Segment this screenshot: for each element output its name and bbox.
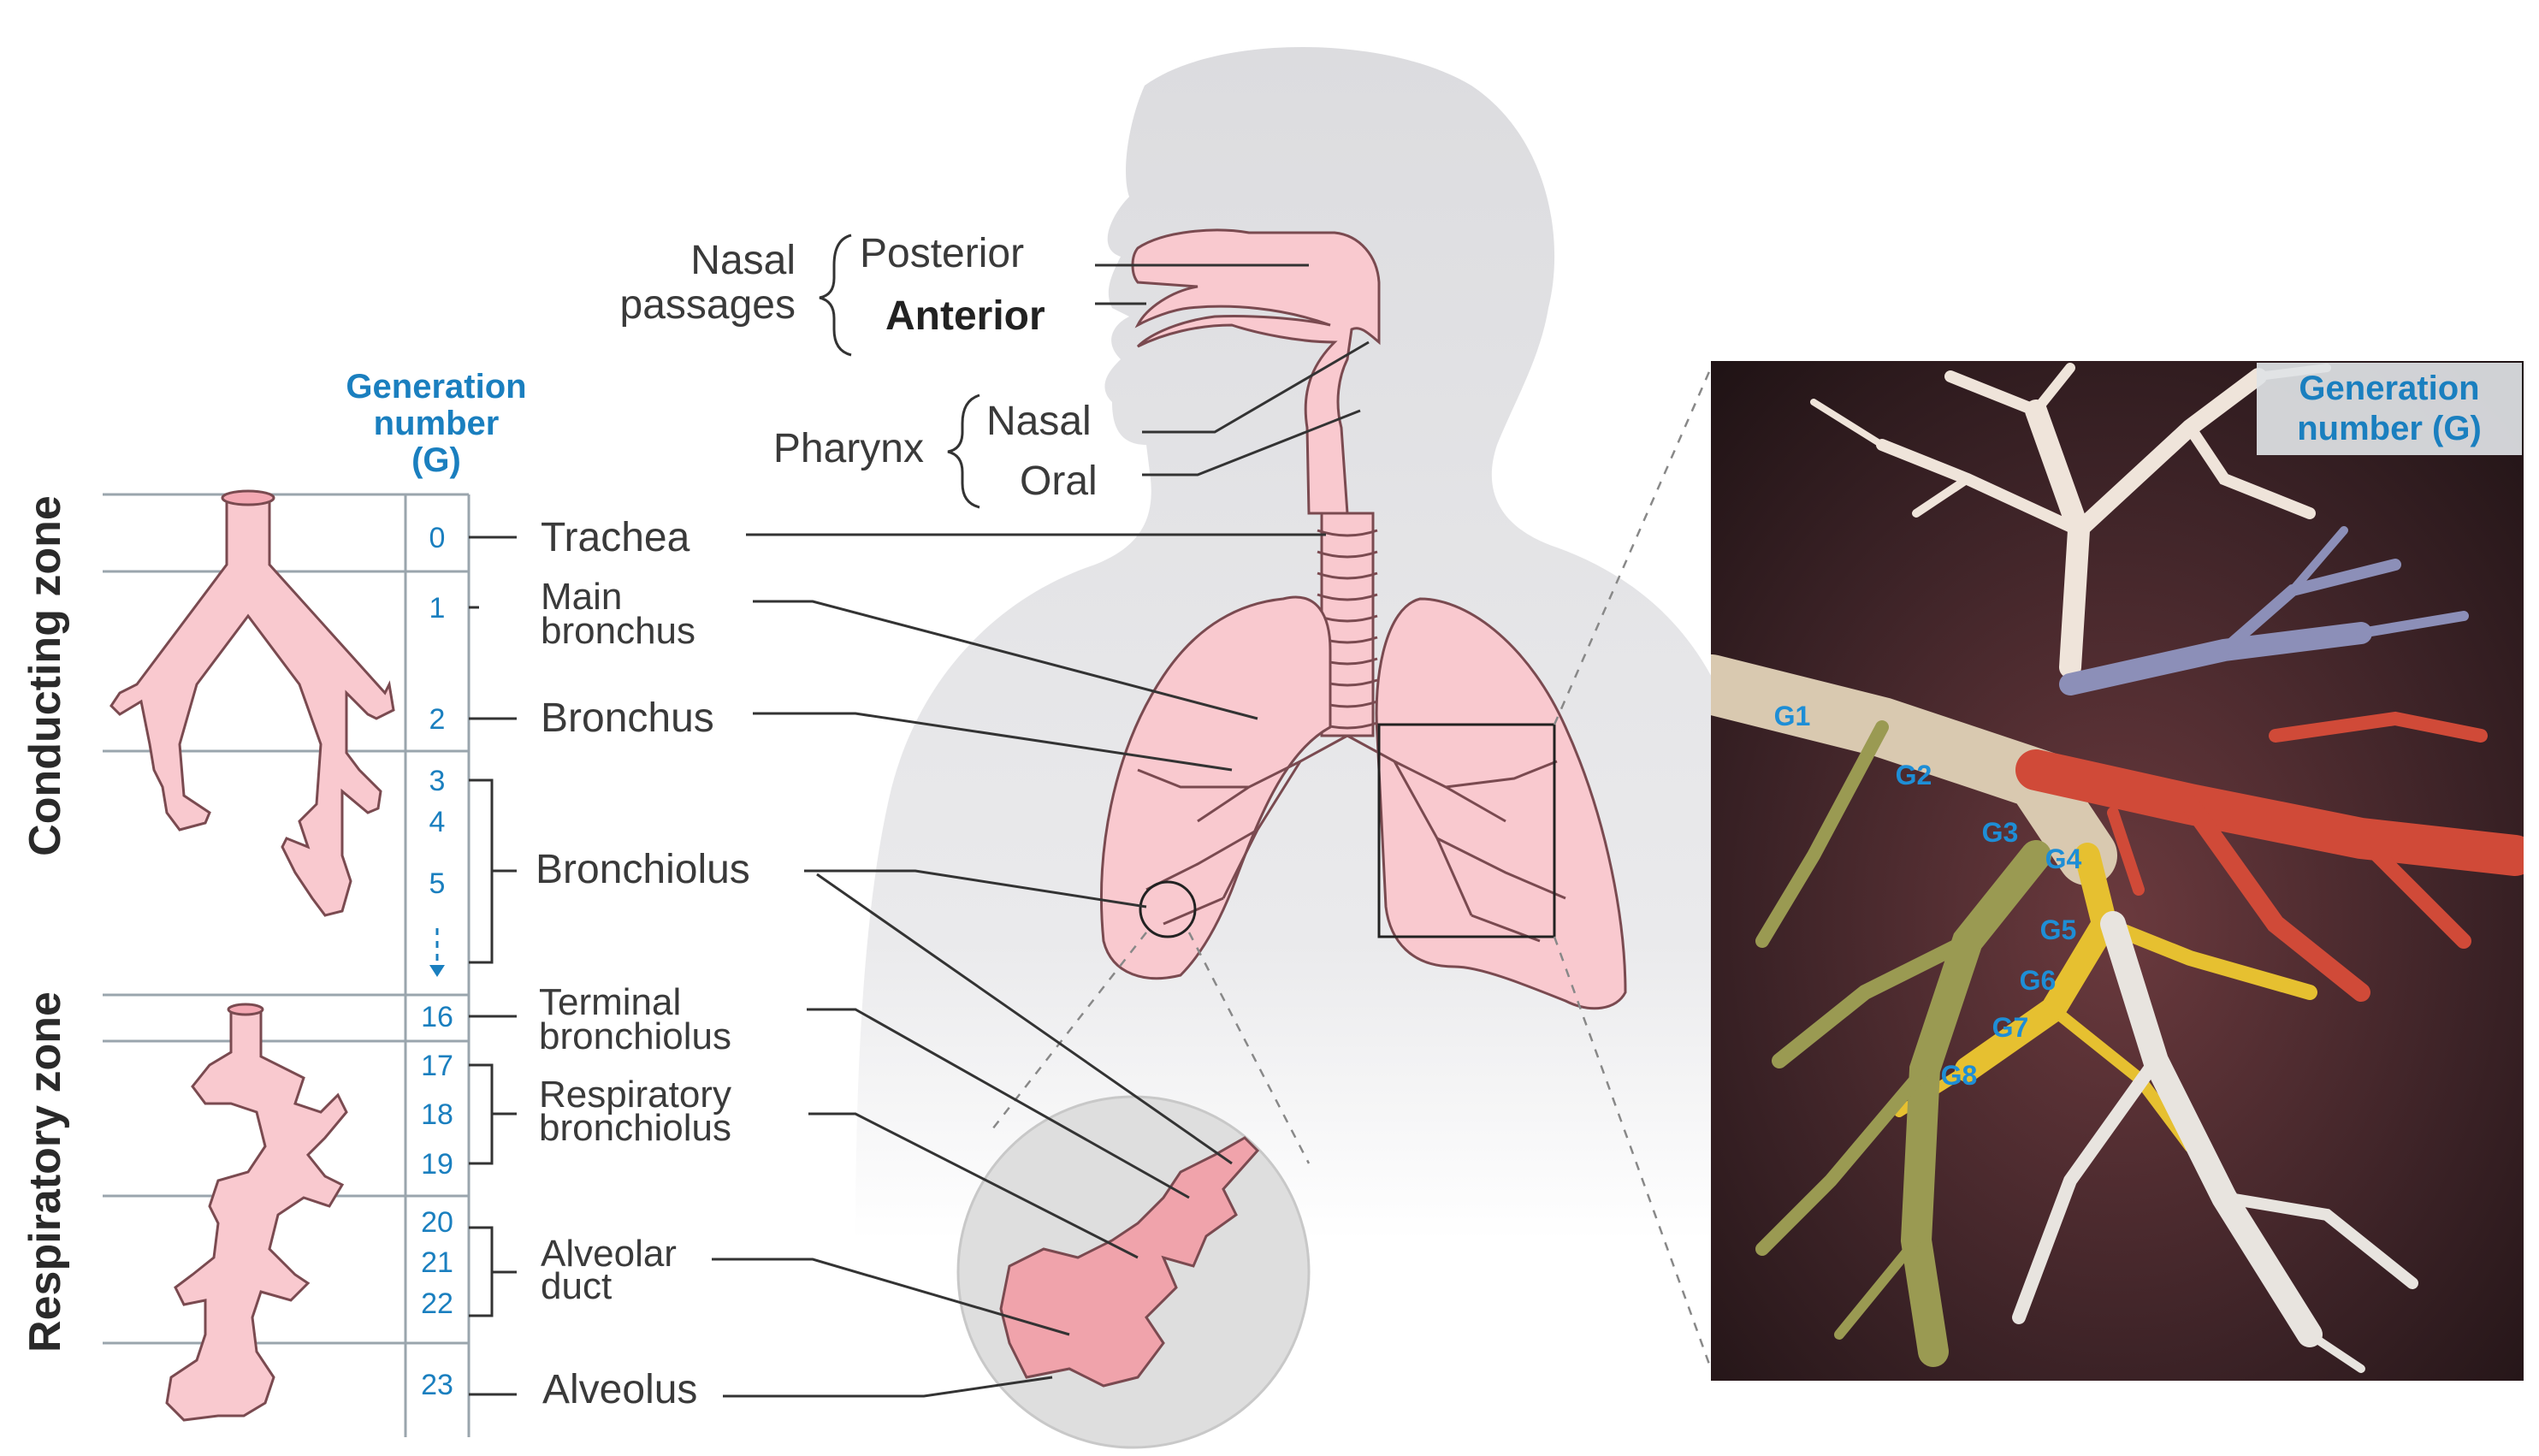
photo-header-line1: Generation xyxy=(2299,370,2479,407)
label-respiratory-bronchiolus-1: Respiratory xyxy=(539,1074,731,1116)
zone-label-conducting: Conducting zone xyxy=(21,495,70,856)
label-bronchus: Bronchus xyxy=(541,695,714,741)
continuation-arrowhead xyxy=(429,965,445,977)
photo-generation-label: G8 xyxy=(1941,1060,1978,1091)
photo-generation-label: G2 xyxy=(1896,760,1932,790)
label-nasal-passages-1: Nasal xyxy=(690,238,796,283)
generation-number: 0 xyxy=(429,522,446,554)
generation-number: 17 xyxy=(421,1050,453,1082)
label-terminal-bronchiolus-1: Terminal xyxy=(539,981,681,1023)
label-nasal-passages-2: passages xyxy=(620,282,796,328)
label-trachea: Trachea xyxy=(541,515,690,560)
photo-generation-label: G7 xyxy=(1992,1012,2029,1043)
generation-number: 16 xyxy=(421,1001,453,1033)
generation-number: 21 xyxy=(421,1246,453,1279)
generation-number: 20 xyxy=(421,1206,453,1239)
label-main-bronchus-2: bronchus xyxy=(541,610,695,652)
label-alveolar-duct-2: duct xyxy=(541,1265,612,1307)
generation-number: 1 xyxy=(429,592,446,624)
label-posterior: Posterior xyxy=(860,231,1024,276)
generation-number: 22 xyxy=(421,1287,453,1320)
photo-generation-label: G6 xyxy=(2020,965,2057,996)
generation-header-line2: number xyxy=(374,405,500,442)
acinus-airway xyxy=(999,1136,1260,1388)
left-lung xyxy=(1375,597,1627,1010)
label-alveolus: Alveolus xyxy=(542,1367,697,1412)
label-nasal: Nasal xyxy=(986,399,1092,444)
photo-callout-box xyxy=(1377,723,1556,938)
photo-generation-label: G1 xyxy=(1774,701,1811,731)
photo-generation-label: G5 xyxy=(2040,914,2077,945)
label-main-bronchus-1: Main xyxy=(541,576,622,618)
generation-number: 18 xyxy=(421,1098,453,1131)
generation-number: 4 xyxy=(429,806,446,838)
generation-number: 3 xyxy=(429,765,446,797)
alveolus-callout-circle xyxy=(1139,880,1197,938)
nasal-cavity xyxy=(1131,228,1381,515)
bronchial-tree-lines xyxy=(1137,734,1566,943)
brace-pharynx xyxy=(947,394,980,509)
label-pharynx: Pharynx xyxy=(773,426,924,471)
generation-number: 5 xyxy=(429,867,446,900)
leader-lines xyxy=(712,263,1370,1398)
photo-generation-label: G3 xyxy=(1982,817,2019,848)
airway-cast-photo xyxy=(1711,361,2524,1381)
magnify-dashes xyxy=(991,367,1713,1370)
brace-nasal xyxy=(819,234,852,357)
label-terminal-bronchiolus-2: bronchiolus xyxy=(539,1015,731,1057)
generation-number: 19 xyxy=(421,1148,453,1181)
generation-header-line1: Generation xyxy=(346,368,526,405)
label-alveolar-duct-1: Alveolar xyxy=(541,1233,677,1275)
label-respiratory-bronchiolus-2: bronchiolus xyxy=(539,1107,731,1149)
conducting-airway-drawing xyxy=(109,489,395,917)
respiratory-airway-drawing xyxy=(165,1003,348,1422)
photo-generation-label: G4 xyxy=(2045,843,2082,874)
zone-label-respiratory: Respiratory zone xyxy=(21,991,70,1352)
generation-header-line3: (G) xyxy=(411,441,461,479)
generation-number: 2 xyxy=(429,703,446,736)
photo-header-line2: number (G) xyxy=(2297,410,2482,447)
label-bronchiolus: Bronchiolus xyxy=(536,847,750,892)
label-anterior: Anterior xyxy=(885,293,1045,339)
generation-number: 23 xyxy=(421,1369,453,1401)
label-oral: Oral xyxy=(1020,459,1098,504)
